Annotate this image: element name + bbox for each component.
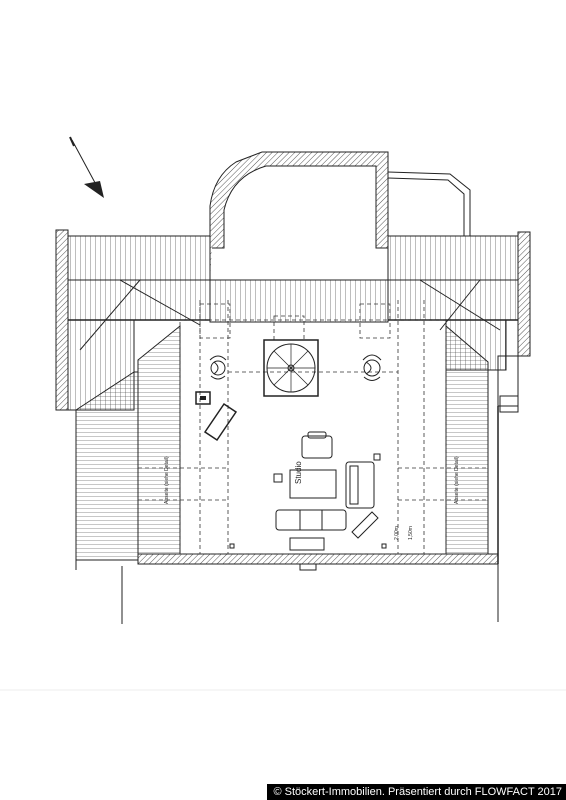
copyright-footer: © Stöckert-Immobilien. Präsentiert durch… [267,784,566,800]
height-label-1: 2,00m [394,526,400,540]
dormer [209,151,471,280]
bottom-wall [137,406,499,622]
dashed-beams [138,300,488,555]
plant-icon [362,354,382,381]
staircase-lower [75,371,139,624]
north-arrow-icon [69,136,104,198]
outer-walls [55,229,531,413]
roof-middle [209,279,389,323]
sloped-ceiling-left [137,324,181,555]
sofa-set [229,431,387,549]
height-label-2: 1,50m [408,526,414,540]
storage-label-right: Abseite (siehe Detail) [454,456,460,504]
spiral-staircase [263,339,319,397]
sloped-ceiling-right [445,324,489,555]
stove-icon [195,391,211,405]
plant-icon [209,355,227,380]
storage-label-left: Abseite (siehe Detail) [164,456,170,504]
roof-left [67,235,211,411]
desk [203,402,238,442]
room-label-studio: Studio [294,461,303,484]
